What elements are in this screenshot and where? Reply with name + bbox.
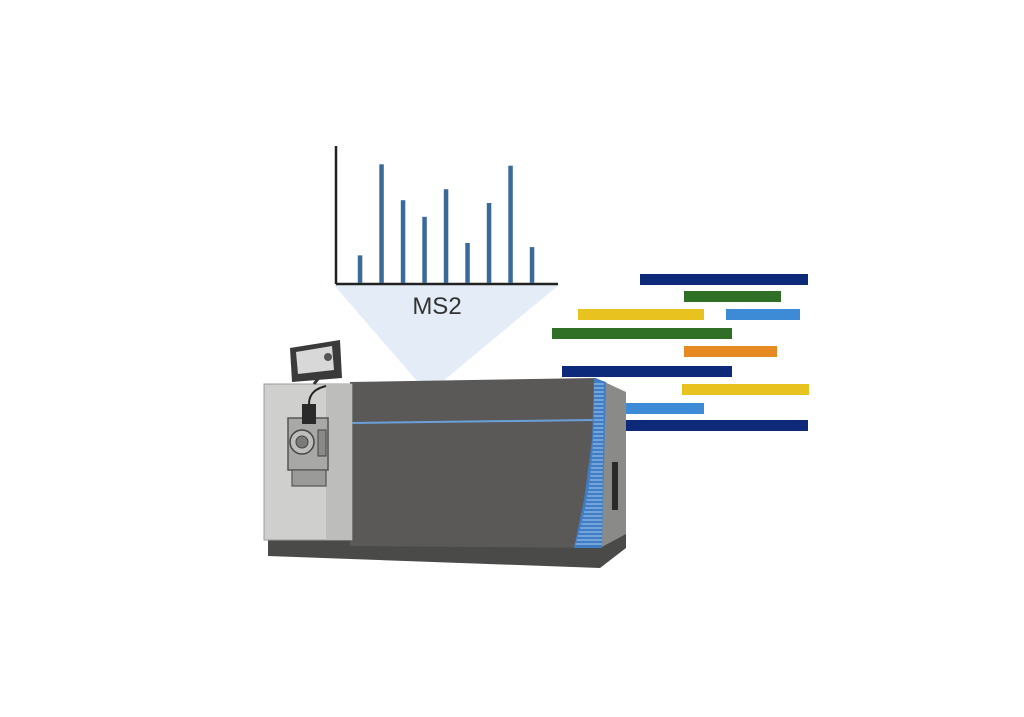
peptide-bars [552,274,809,431]
body-accent-line [351,419,595,424]
side-stripes [574,378,606,548]
peptide-bar [684,291,781,302]
spectrum-peak [529,247,535,283]
peptide-bar [552,328,732,339]
peptide-bar [578,309,704,320]
spectrum-peak [357,255,363,283]
ion-source [287,385,329,487]
spectrum-peak [422,216,427,283]
spectrum-peak [486,203,492,283]
spectrum-peaks [357,164,535,283]
peptide-bar [682,384,809,395]
spectrum-peak [400,200,406,283]
ms2-projection-cone [333,284,560,382]
peptide-bar [684,346,777,357]
peptide-bar [726,309,800,320]
peptide-bar [562,366,732,377]
monitor [290,340,342,385]
cone-label: MS2 [412,293,461,320]
spectrum-peak [508,165,513,283]
front-panel-shade [326,384,352,540]
peptide-bar [640,274,808,285]
mass-spectrometer [263,340,626,568]
side-vent [612,462,618,510]
peptide-bar [626,403,704,414]
ms2-spectrum [334,146,558,286]
spectrum-peak [379,164,384,283]
spectrum-peak [443,189,449,283]
instrument-body [350,378,598,548]
peptide-bar [618,420,808,431]
spectrum-peak [465,243,470,283]
